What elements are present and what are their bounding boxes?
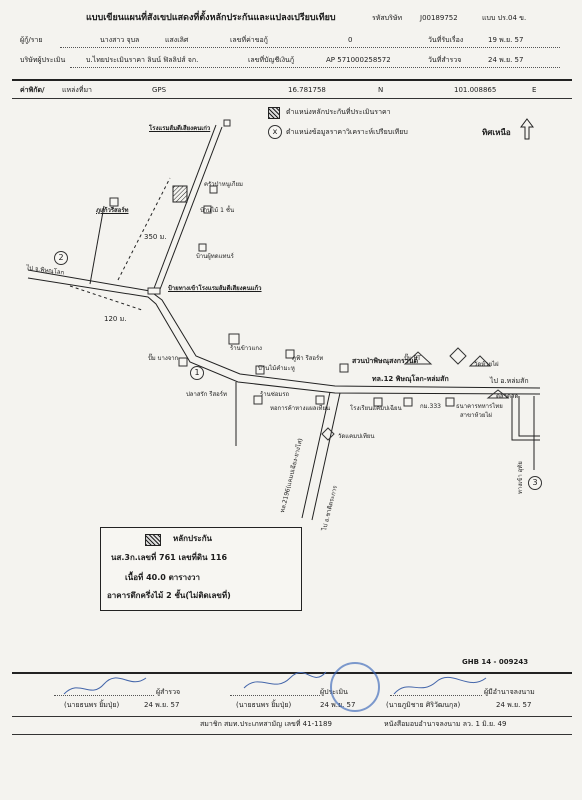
form-code: แบบ ปร.04 ข.: [482, 14, 527, 22]
longitude-dir: E: [532, 86, 537, 94]
label-pt: ปั๊ม PT: [404, 355, 421, 362]
loan-no-label: เลขที่ค่าขอกู้: [230, 36, 268, 44]
appraiser-name: บ.ไทยประเมินราคา ลินน์ ฟิลลิปส์ จก.: [86, 56, 199, 64]
company-seal-stamp: [330, 662, 380, 712]
comparison-marker-2: 2: [54, 251, 68, 265]
approver-role: ผู้มีอำนาจลงนาม: [484, 688, 535, 696]
approver-signature: [393, 676, 487, 695]
label-shop: บ้านผู้ทดแทนร์: [196, 253, 234, 260]
label-bank-branch: สาขาห้วยไผ่: [460, 412, 492, 419]
distance-350: 350 ม.: [144, 233, 167, 241]
loan-no-value: 0: [348, 36, 353, 44]
label-house-maikham: บ้านไม้คำมะหู: [258, 365, 295, 372]
label-to-lomsak: ไป อ.หล่มสัก: [490, 377, 529, 385]
seller-label: ผู้กู้/ราย: [20, 36, 43, 44]
label-bhumi: ภูแก้วรีสอร์ท: [96, 207, 129, 214]
label-rice-shop: ร้านข้าวแกง: [230, 345, 262, 352]
received-date: 19 พ.ย. 57: [488, 36, 524, 44]
label-gas-pump: ปั๊ม บางจาก: [148, 355, 179, 362]
approver-date: 24 พ.ย. 57: [496, 701, 532, 709]
label-temple-khaem: วัดแคมปเทียน: [338, 433, 375, 440]
license-line: หนังสือมอบอำนาจลงนาม ลว. 1 มิ.ย. 49: [384, 720, 507, 728]
ref-value: J00189752: [420, 14, 458, 22]
latitude-dir: N: [378, 86, 384, 94]
source-value: GPS: [152, 86, 167, 94]
comparison-marker-3: 3: [528, 476, 542, 490]
label-police: หอการค้าหางแผลเทียน: [270, 405, 331, 412]
survey-date: 24 พ.ย. 57: [488, 56, 524, 64]
collateral-hatch-icon: [145, 534, 161, 546]
ref-label: รหัสบริษัท: [372, 14, 403, 22]
label-camp: สวนป่าพิษณุสงกรานต์: [352, 357, 419, 365]
longitude: 101.008865: [454, 86, 497, 94]
account-value: AP 571000258572: [326, 56, 391, 64]
surveyor-name: (นายธนพร ยิ้มปุ่ย): [64, 701, 120, 709]
comparison-marker-1: 1: [190, 366, 204, 380]
north-arrow-icon: [520, 118, 534, 140]
legend-comparison-text: ตำแหน่งข้อมูลราคาวิเคราะห์เปรียบเทียบ: [286, 128, 408, 136]
collateral-title: หลักประกัน: [173, 534, 213, 543]
label-kitchen: ครัวป่าหนูเกียม: [204, 181, 243, 188]
label-garage: ร้านซ่อมรถ: [260, 391, 290, 398]
label-bank: ธนาคารทหารไทย: [456, 403, 503, 410]
surveyor-role: ผู้สำรวจ: [156, 688, 181, 696]
label-school: โรงเรียนแคมปเฉียน: [350, 405, 402, 412]
received-label: วันที่รับเรื่อง: [428, 36, 464, 44]
label-market: ตลาดสด: [496, 393, 519, 400]
label-km: กม.333: [420, 403, 441, 410]
account-label: เลขที่บัญชีเงินกู้: [248, 56, 295, 64]
appraiser-name: (นายธนพร ยิ้มปุ่ย): [236, 701, 292, 709]
source-label: แหล่งที่มา: [62, 86, 92, 94]
surveyor-signature: [63, 677, 147, 695]
survey-label: วันที่สำรวจ: [428, 56, 462, 64]
label-sign: ป้ายทางเข้าโรงแรมส้มดีเสียงคนแก้ว: [168, 285, 262, 292]
appraiser-label: บริษัทผู้ประเมิน: [20, 56, 66, 64]
label-highway: ทล.12 พิษณุโลก-หล่มสัก: [372, 375, 449, 383]
label-house: บ้านไม้ 1 ชั้น: [200, 207, 235, 214]
label-to-uthai: ทางเข้า อุทัย: [517, 461, 524, 494]
approver-name: (นายภูมิชาย ศิริวัฒนกุล): [386, 701, 461, 709]
collateral-hatch-icon: [268, 107, 280, 119]
surveyor-date: 24 พ.ย. 57: [144, 701, 180, 709]
label-temple-bwai: วัดห้วยไผ่: [474, 361, 499, 368]
collateral-deed: นส.3ก.เลขที่ 761 เลขที่ดิน 116: [111, 553, 228, 562]
north-label: ทิศเหนือ: [482, 128, 511, 137]
coord-label: ค่าพิกัด/: [20, 86, 45, 94]
collateral-area: เนื้อที่ 40.0 ตารางวา: [125, 573, 200, 582]
collateral-info-box: หลักประกัน นส.3ก.เลขที่ 761 เลขที่ดิน 11…: [100, 527, 302, 611]
doc-code: GHB 14 - 009243: [462, 658, 529, 666]
collateral-building: อาคารตึกครึ่งไม้ 2 ชั้น(ไม่ติดเลขที่): [107, 591, 231, 600]
label-restaurant: ปลาสรัก รีสอร์ท: [186, 391, 227, 398]
appraiser-signature: [243, 671, 327, 689]
document-title: แบบเขียนแผนที่สังเขปแสดงที่ตั้งหลักประกั…: [86, 13, 336, 23]
comparison-marker-icon: x: [268, 125, 282, 139]
seller-name: นางสาว จุบล: [100, 36, 140, 44]
member-line: สมาชิก สมท.ประเภทสามัญ เลขที่ 41-1189: [200, 720, 332, 728]
label-phufa: ภูฟ้า รีสอร์ท: [292, 355, 324, 362]
label-resort: โรงแรมส้มดีเสียงคนเก่ว: [149, 125, 211, 132]
seller-surname: แสงเลิศ: [165, 36, 189, 44]
latitude: 16.781758: [288, 86, 326, 94]
distance-120: 120 ม.: [104, 315, 127, 323]
legend-collateral-text: ตำแหน่งหลักประกันที่ประเมินราคา: [286, 108, 391, 116]
